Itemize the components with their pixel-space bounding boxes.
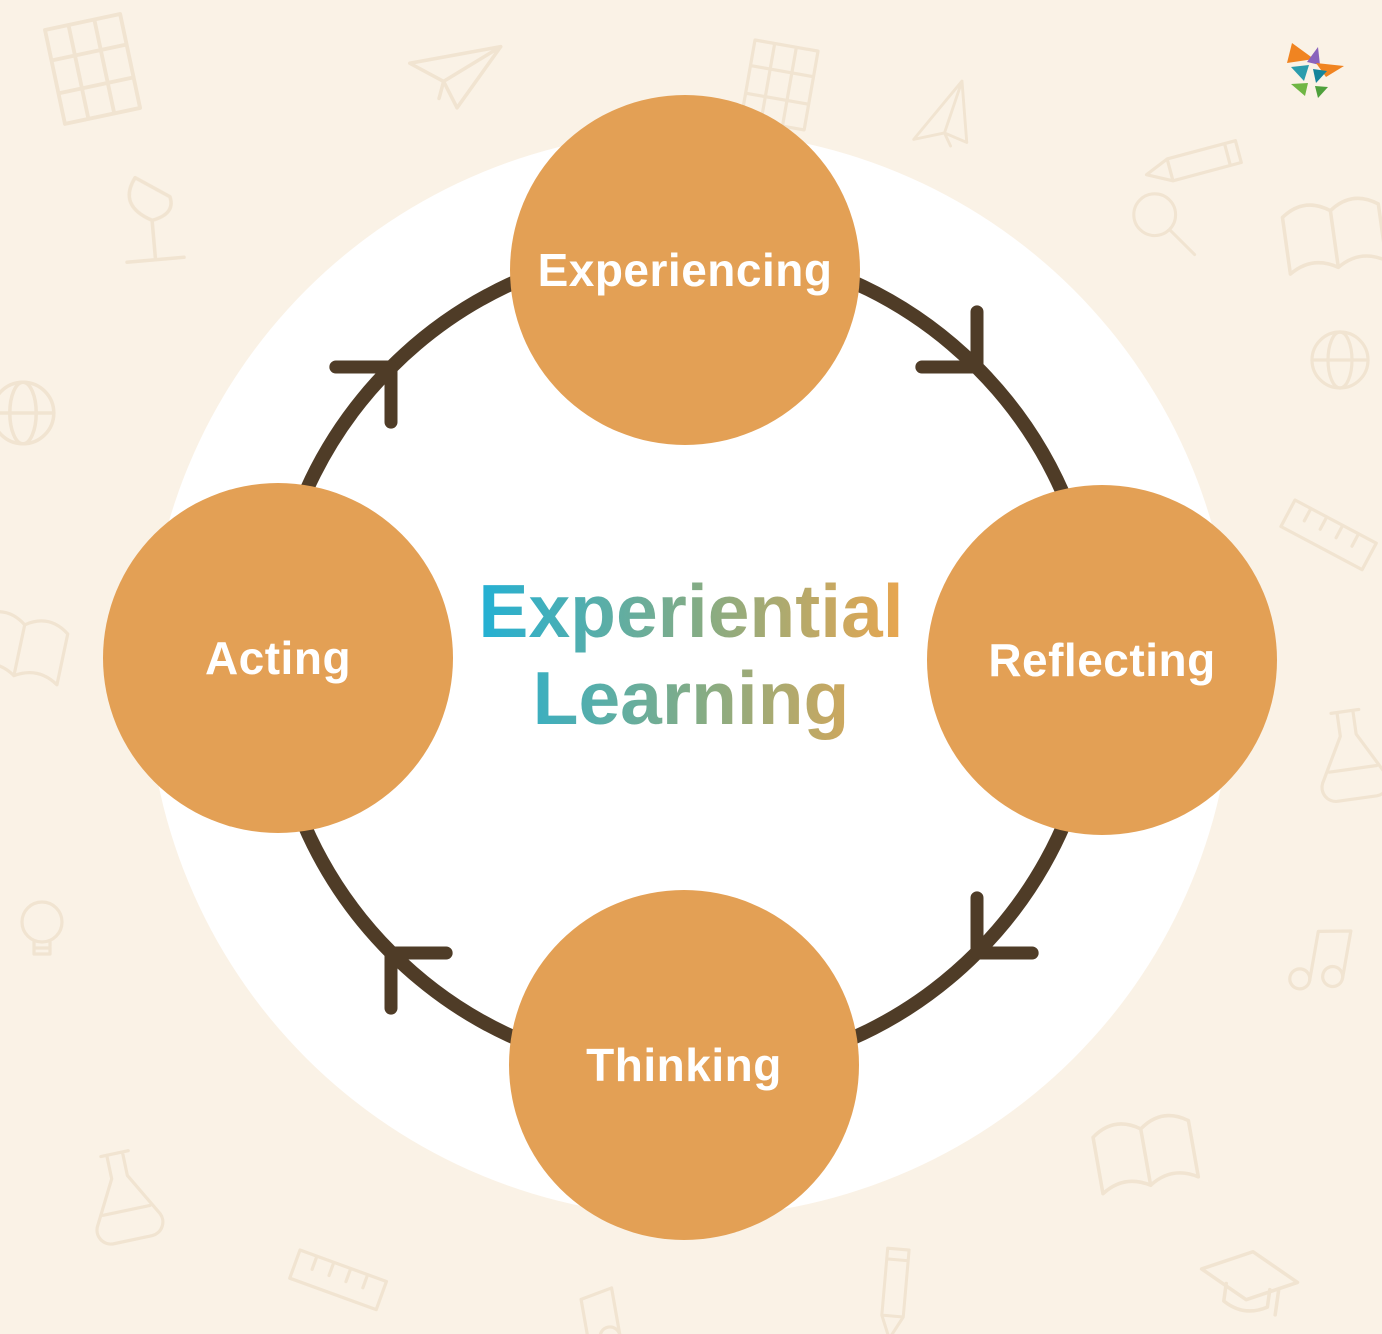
brand-butterfly-logo-icon <box>1287 43 1344 98</box>
doodle-ruler-icon <box>288 1248 389 1312</box>
logo-triangle-green-center <box>1315 86 1328 98</box>
stage-label-acting: Acting <box>204 632 352 684</box>
arrowhead-reflecting-to-thinking-icon <box>970 891 1039 960</box>
doodle-pencil-icon <box>1144 109 1251 215</box>
doodle-desk-lamp-icon <box>118 172 186 265</box>
logo-triangle-orange-right <box>1316 63 1344 77</box>
stage-circle-acting: Acting <box>103 483 453 833</box>
stage-label-experiencing: Experiencing <box>537 244 833 296</box>
doodle-paper-plane-icon <box>400 23 503 117</box>
doodle-globe-icon <box>0 380 56 446</box>
inner-white-circle <box>147 131 1233 1217</box>
arrowhead-experiencing-to-reflecting-icon <box>915 305 984 374</box>
logo-triangle-teal-left <box>1291 65 1309 81</box>
doodle-flask-icon <box>1310 705 1382 805</box>
logo-triangle-teal-center <box>1313 69 1327 83</box>
arrowhead-acting-to-experiencing-icon <box>329 360 398 429</box>
doodle-paper-plane-icon <box>898 79 988 164</box>
doodle-ruler-icon <box>1279 498 1378 572</box>
logo-triangle-green-left <box>1291 83 1308 96</box>
diagram-title: Experiential Learning <box>478 568 903 742</box>
doodle-graduation-cap-icon <box>1194 1243 1303 1320</box>
stage-label-thinking: Thinking <box>586 1039 782 1091</box>
doodle-book-icon <box>0 606 72 687</box>
stage-circle-thinking: Thinking <box>509 890 859 1240</box>
doodle-music-note-icon <box>558 1286 625 1334</box>
diagram-title-line1: Experiential <box>478 569 904 653</box>
doodle-pencil-icon <box>842 1236 947 1334</box>
doodle-music-note-icon <box>1286 920 1353 998</box>
doodle-beaker-icon <box>80 1145 168 1249</box>
doodle-magnifier-icon <box>1132 192 1197 257</box>
cycle-arrowheads <box>329 305 1039 1015</box>
logo-triangle-purple <box>1307 47 1320 65</box>
doodle-globe-icon <box>1310 330 1370 390</box>
doodle-open-book-icon <box>1089 1110 1201 1196</box>
arrowhead-thinking-to-acting-icon <box>384 946 453 1015</box>
stage-circle-experiencing: Experiencing <box>510 95 860 445</box>
doodle-book-icon <box>1279 193 1382 276</box>
diagram-title-line2: Learning <box>532 656 850 740</box>
stage-circle-reflecting: Reflecting <box>927 485 1277 835</box>
doodle-abacus-icon <box>43 12 143 126</box>
logo-triangle-orange-left <box>1287 43 1314 63</box>
doodle-lightbulb-icon <box>20 900 64 956</box>
stage-label-reflecting: Reflecting <box>988 634 1216 686</box>
